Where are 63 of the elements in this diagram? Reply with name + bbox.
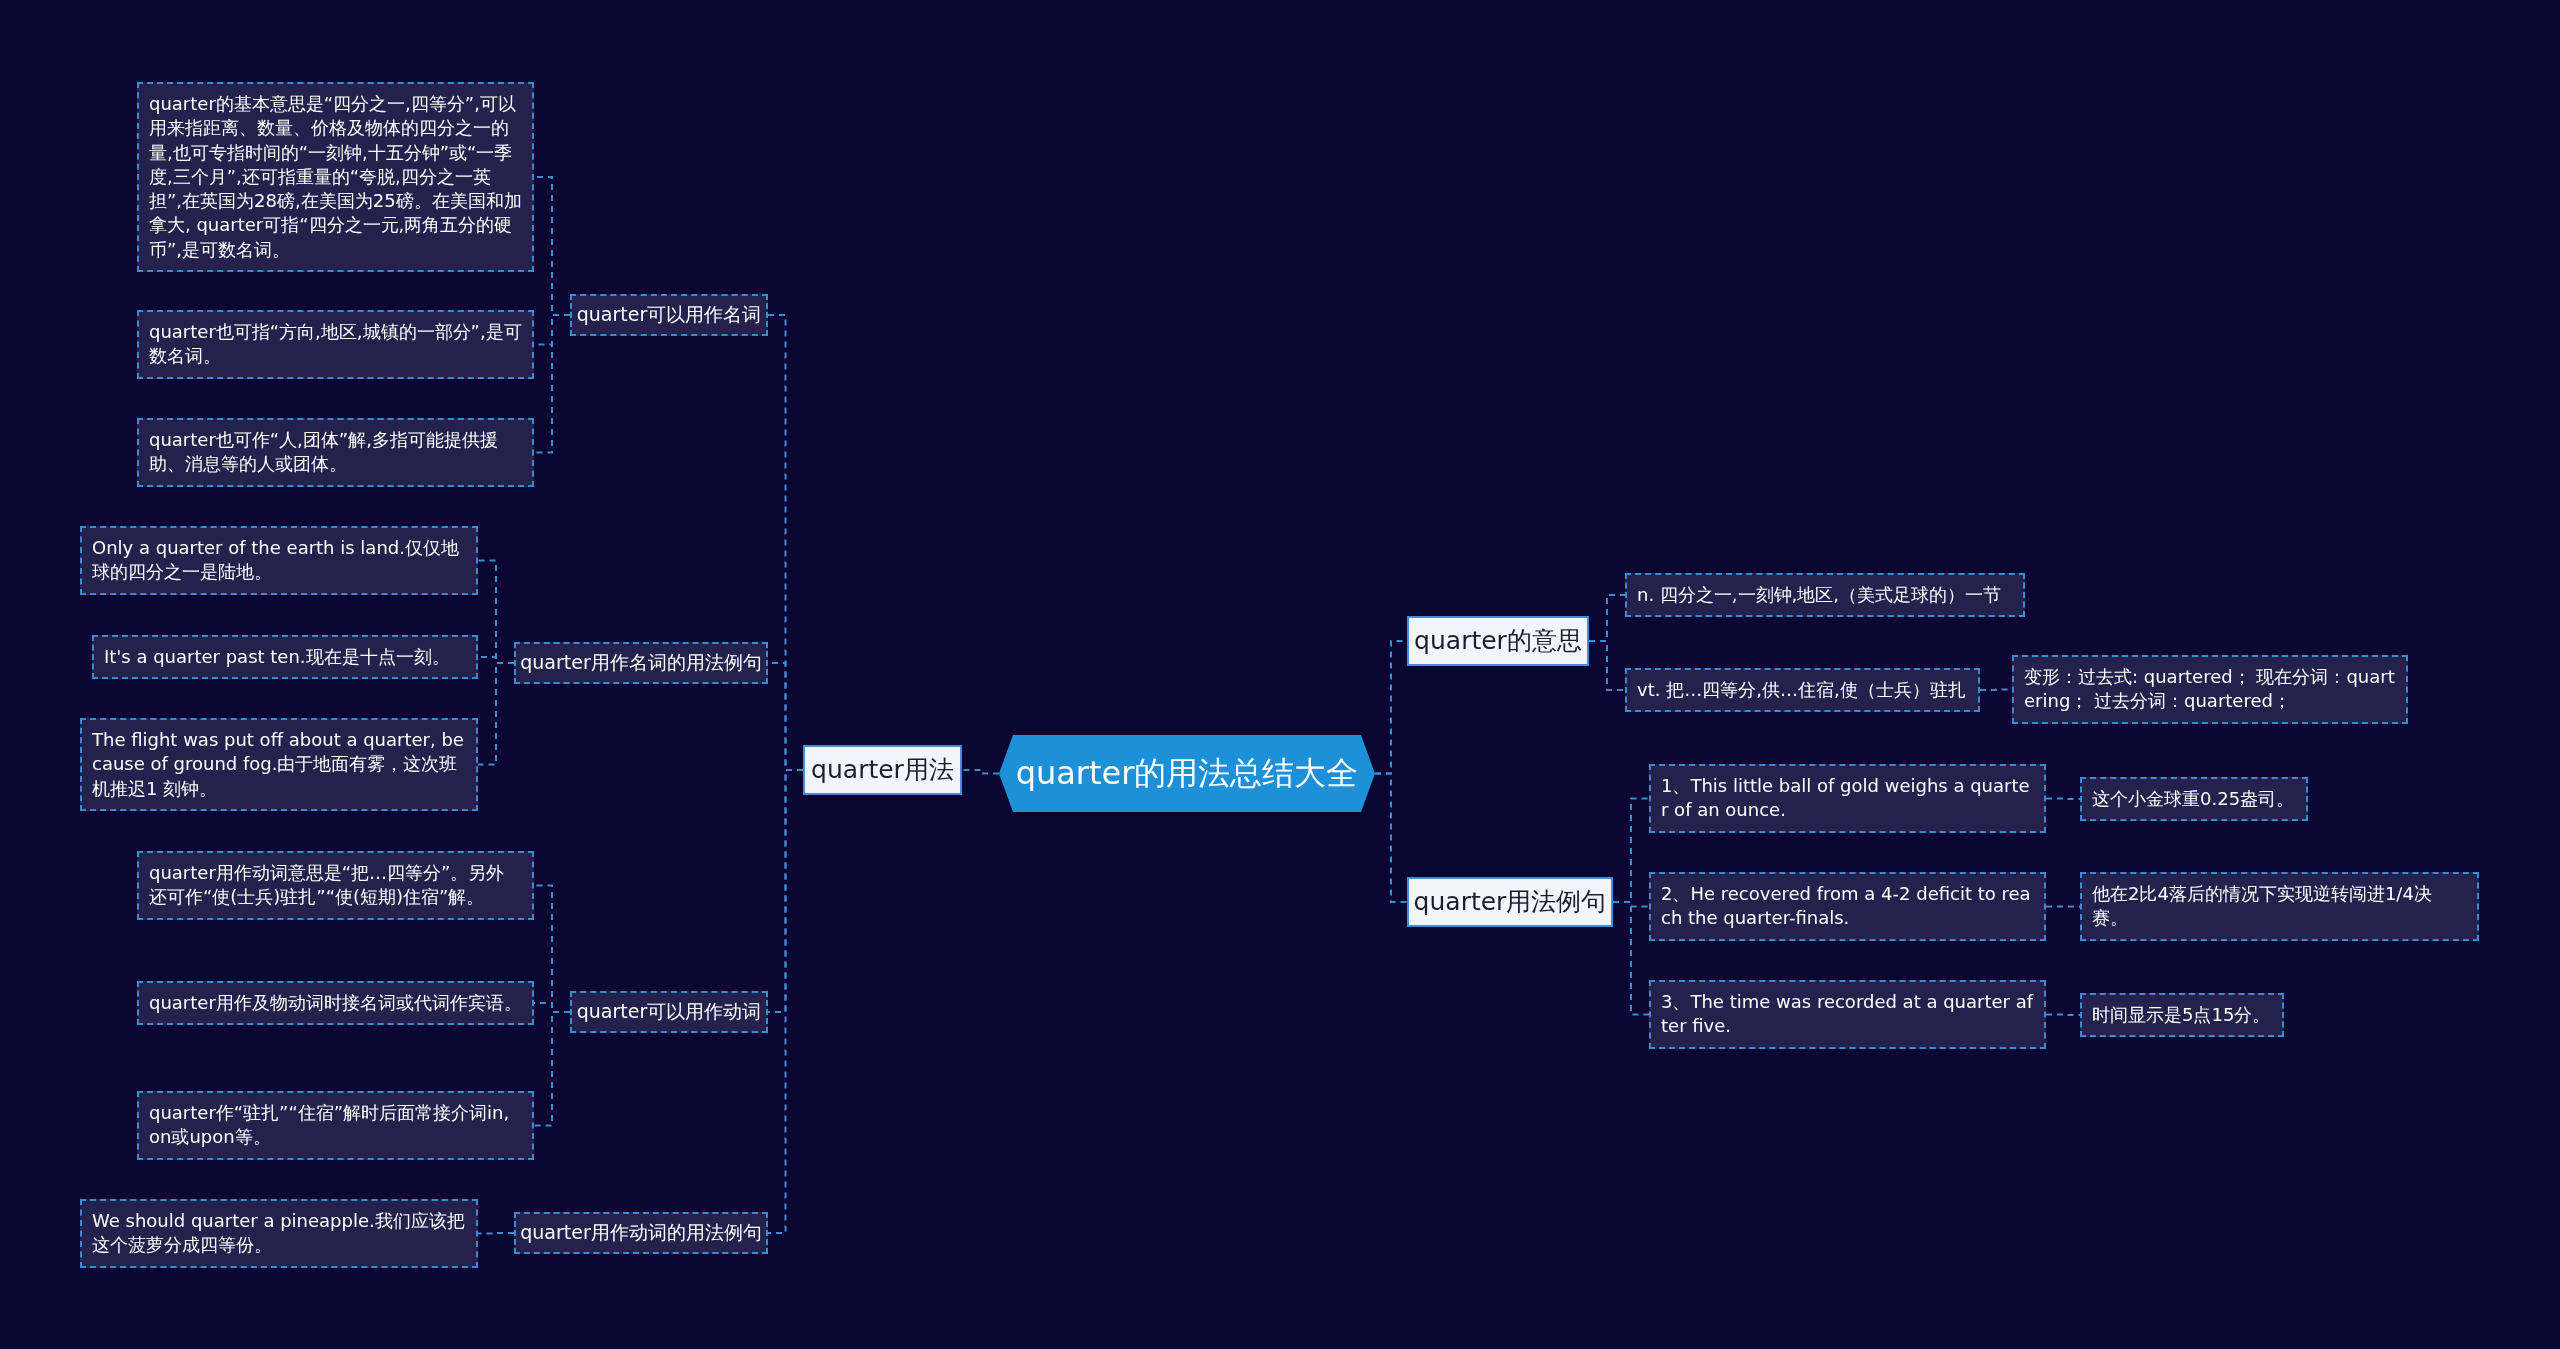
node-text: quarter也可指“方向,地区,城镇的一部分”,是可数名词。 xyxy=(149,320,522,369)
note-box xyxy=(1625,573,2025,618)
note-box xyxy=(137,82,534,273)
node-text: vt. 把…四等分,供…住宿,使（士兵）驻扎 xyxy=(1637,678,1966,702)
note-box xyxy=(2080,993,2284,1038)
node-text: quarter用作及物动词时接名词或代词作宾语。 xyxy=(149,991,522,1015)
note-box xyxy=(137,1091,534,1160)
subtopic-box xyxy=(570,294,768,336)
note-box xyxy=(80,718,478,811)
node-text: quarter可以用作动词 xyxy=(576,999,762,1024)
note-box xyxy=(2080,777,2308,822)
node-text: 这个小金球重0.25盎司。 xyxy=(2092,787,2295,811)
node-text: It's a quarter past ten.现在是十点一刻。 xyxy=(104,645,450,669)
topic-box xyxy=(803,745,962,795)
connector-line xyxy=(1588,640,1626,691)
connector-line xyxy=(961,769,1000,775)
note-box xyxy=(137,981,534,1026)
node-text: n. 四分之一,一刻钟,地区,（美式足球的）一节 xyxy=(1637,583,2002,607)
node-text: quarter用法 xyxy=(811,754,954,786)
connector-line xyxy=(477,662,515,766)
note-box xyxy=(1649,980,2046,1049)
node-text: quarter的用法总结大全 xyxy=(1015,752,1359,794)
node-text: quarter也可作“人,团体”解,多指可能提供援助、消息等的人或团体。 xyxy=(149,428,499,477)
node-text: quarter用法例句 xyxy=(1413,886,1607,918)
subtopic-box xyxy=(570,991,768,1033)
connector-line xyxy=(2045,1013,2081,1016)
node-text: 1、This little ball of gold weighs a quarter of an ounce. xyxy=(1661,774,2031,823)
note-box xyxy=(92,635,478,680)
subtopic-box xyxy=(514,1212,768,1254)
note-box xyxy=(2080,872,2479,941)
node-text: We should quarter a pineapple.我们应该把这个菠萝分成四等份。 xyxy=(92,1209,466,1258)
note-box xyxy=(2012,655,2408,724)
note-box xyxy=(1649,872,2046,941)
connector-line xyxy=(533,1011,571,1127)
node-text: quarter的基本意思是“四分之一,四等分”,可以用来指距离、数量、价格及物体的四分之一的量,也可专指时间的“一刻钟,十五分钟”或“一季度,三个月”,还可指重量的“夸脱,四分之一英担”,在英国为28磅,在美国为25磅。在美国和加拿大, quarter可指“四分之一元,两角五分的硬币”,是可数名词。 xyxy=(149,92,522,262)
connector-line xyxy=(477,1232,515,1235)
node-text: quarter可以用作名词 xyxy=(576,302,762,327)
connector-line xyxy=(1612,901,1650,1016)
node-text: The flight was put off about a quarter, because of ground fog.由于地面有雾，这次班机推迟1 刻钟。 xyxy=(92,728,465,801)
node-text: 2、He recovered from a 4-2 deficit to reach the quarter-finals. xyxy=(1661,882,2032,931)
note-box xyxy=(80,1199,478,1268)
node-text: 3、The time was recorded at a quarter after five. xyxy=(1661,990,2034,1039)
node-text: 时间显示是5点15分。 xyxy=(2092,1003,2271,1027)
node-text: Only a quarter of the earth is land.仅仅地球的四分之一是陆地。 xyxy=(92,536,460,585)
note-box xyxy=(1649,764,2046,833)
connector-line xyxy=(1374,772,1408,903)
topic-box xyxy=(1407,877,1613,927)
node-text: 他在2比4落后的情况下实现逆转闯进1/4决赛。 xyxy=(2092,882,2433,931)
node-text: quarter用作动词的用法例句 xyxy=(520,1220,762,1245)
note-box xyxy=(80,526,478,595)
node-text: quarter用作动词意思是“把…四等分”。另外还可作“使(士兵)驻扎”“使(短期)住宿”解。 xyxy=(149,861,506,910)
node-text: quarter作“驻扎”“住宿”解时后面常接介词in, on或upon等。 xyxy=(149,1101,511,1150)
central-topic xyxy=(999,735,1375,812)
note-box xyxy=(1625,668,1980,713)
connector-line xyxy=(2045,797,2081,800)
note-box xyxy=(137,851,534,920)
topic-box xyxy=(1407,616,1589,666)
node-text: 变形：过去式: quartered； 现在分词：quartering； 过去分词：quartered； xyxy=(2024,665,2396,714)
note-box xyxy=(137,418,534,487)
note-box xyxy=(137,310,534,379)
subtopic-box xyxy=(514,642,768,684)
node-text: quarter用作名词的用法例句 xyxy=(520,650,762,675)
node-text: quarter的意思 xyxy=(1414,625,1582,657)
